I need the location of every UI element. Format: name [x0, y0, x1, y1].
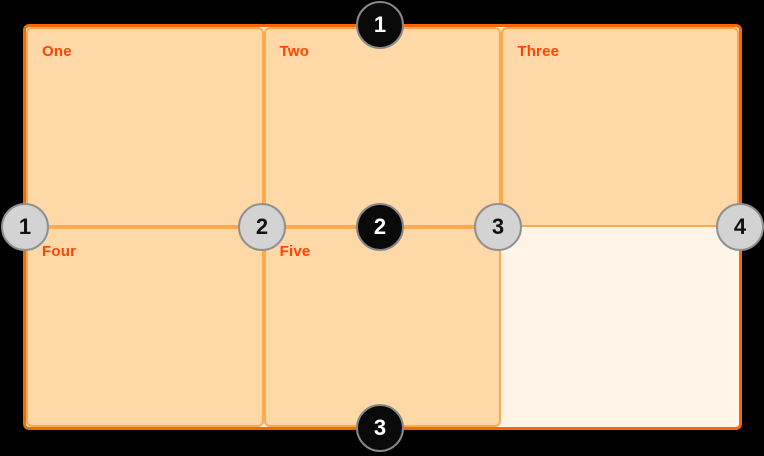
row-line-marker-3: 3	[356, 404, 404, 452]
row-line-marker-1: 1	[356, 1, 404, 49]
grid-cell-two: Two	[263, 27, 502, 227]
cell-label-one: One	[42, 43, 72, 60]
column-line-marker-3: 3	[474, 203, 522, 251]
column-line-marker-1: 1	[1, 203, 49, 251]
column-line-marker-4: 4	[716, 203, 764, 251]
cell-label-four: Four	[42, 243, 77, 260]
row-line-marker-2: 2	[356, 203, 404, 251]
column-line-marker-2: 2	[238, 203, 286, 251]
cell-label-five: Five	[279, 243, 311, 260]
cell-label-three: Three	[517, 43, 560, 60]
cell-label-two: Two	[279, 43, 310, 60]
grid-container: One Two Three Four Five	[23, 24, 742, 430]
grid-cell-four: Four	[26, 227, 264, 427]
grid-cell-five: Five	[263, 227, 502, 427]
grid-cell-three: Three	[501, 27, 739, 227]
grid-cell-one: One	[26, 27, 264, 227]
